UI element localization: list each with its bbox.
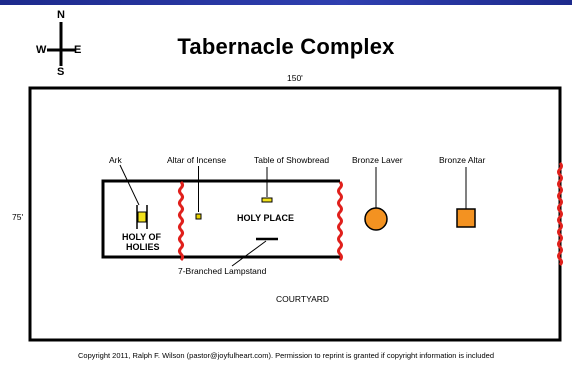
- courtyard-gate: [557, 161, 563, 267]
- compass-east: E: [74, 44, 82, 56]
- ark-label: Ark: [109, 155, 122, 165]
- ark: [136, 205, 148, 229]
- altar-of-incense-label: Altar of Incense: [167, 155, 227, 165]
- lampstand-pointer: [231, 240, 267, 267]
- bronze-altar-label: Bronze Altar: [439, 155, 486, 165]
- compass-south: S: [57, 66, 65, 78]
- ark-pointer: [119, 164, 140, 206]
- page-title: Tabernacle Complex: [177, 34, 395, 59]
- copyright-notice: Copyright 2011, Ralph F. Wilson (pastor@…: [78, 351, 494, 360]
- altar-of-incense: [195, 213, 202, 220]
- compass-west: W: [36, 44, 47, 56]
- lampstand-label: 7-Branched Lampstand: [178, 266, 267, 276]
- table-of-showbread-label: Table of Showbread: [254, 155, 330, 165]
- compass-north: N: [57, 9, 65, 21]
- bronze-laver: [364, 207, 388, 231]
- table-of-showbread: [261, 197, 273, 203]
- veil-curtain: [178, 180, 184, 262]
- holy-of-holies-label-line2: HOLIES: [126, 242, 160, 252]
- courtyard-label: COURTYARD: [276, 294, 330, 304]
- holy-of-holies-label-line1: HOLY OF: [122, 232, 162, 242]
- height-dimension: 75': [12, 212, 24, 222]
- tent-wall: [101, 179, 340, 259]
- bronze-laver-label: Bronze Laver: [352, 155, 403, 165]
- compass-cross-icon: [47, 22, 75, 66]
- tent-entrance-curtain: [337, 180, 343, 262]
- header-bar: [0, 0, 572, 5]
- bronze-altar: [456, 208, 476, 228]
- holy-place-label: HOLY PLACE: [237, 213, 295, 223]
- width-dimension: 150': [287, 73, 303, 83]
